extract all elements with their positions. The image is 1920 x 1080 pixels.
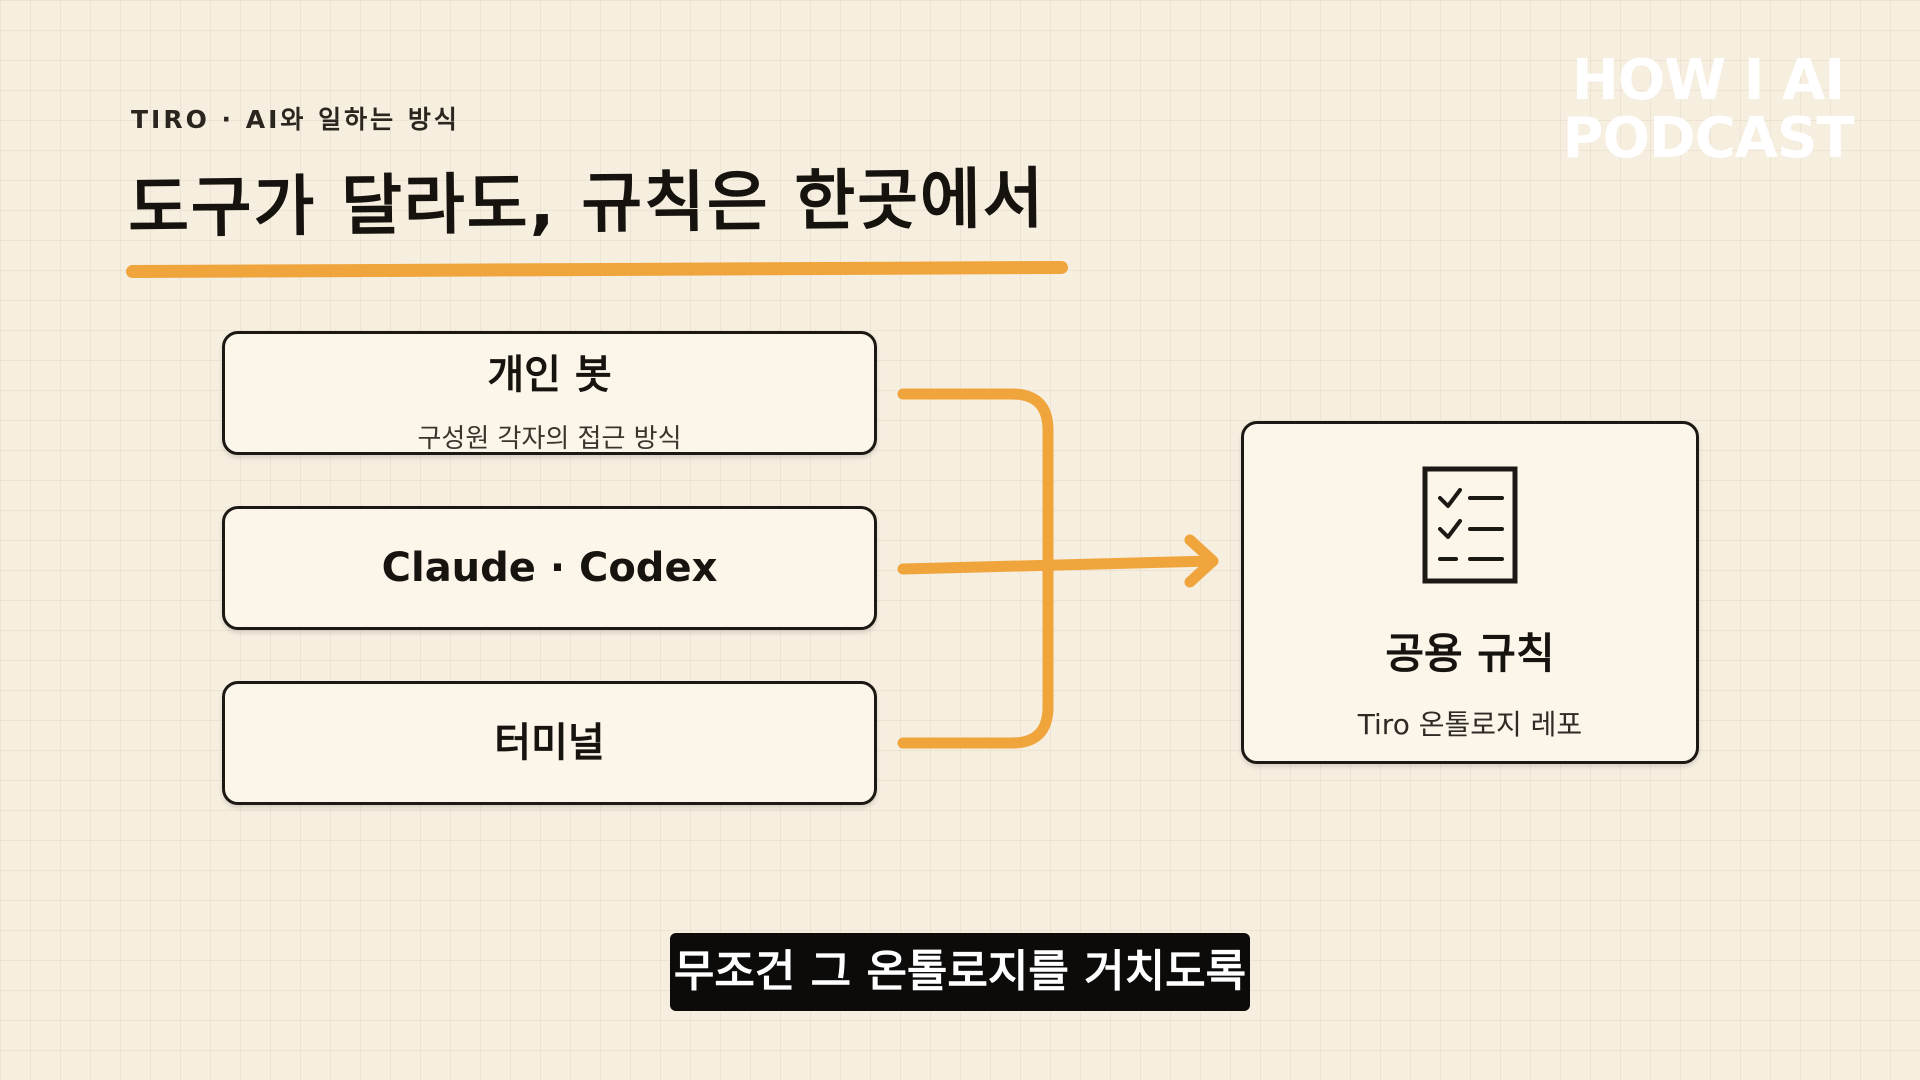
headline-underline [125, 260, 1069, 279]
subtitle-caption: 무조건 그 온톨로지를 거치도록 [670, 933, 1250, 1011]
headline: 도구가 달라도, 규칙은 한곳에서 [127, 160, 1046, 247]
kicker-label: TIRO · AI와 일하는 방식 [131, 105, 460, 134]
connector-line-middle [897, 555, 1218, 575]
source-card-terminal: 터미널 [222, 681, 877, 805]
shared-rules-title: 공용 규칙 [1385, 629, 1555, 678]
arrow-head-icon [1184, 534, 1219, 588]
source-card-claude-codex: Claude · Codex [222, 506, 877, 630]
connector-line-top [897, 388, 1054, 576]
podcast-logo-line1: HOW I AI [1571, 48, 1845, 113]
podcast-logo-line2: PODCAST [1562, 106, 1854, 171]
checklist-icon [1422, 466, 1518, 584]
podcast-logo: HOW I AI PODCAST [1538, 52, 1878, 168]
connector-line-bottom [897, 564, 1054, 749]
source-card-personal-bot: 개인 봇 구성원 각자의 접근 방식 [222, 331, 877, 455]
source-card-title: 개인 봇 [487, 352, 612, 398]
source-card-title: 터미널 [494, 720, 605, 766]
shared-rules-subtitle: Tiro 온톨로지 레포 [1357, 708, 1583, 741]
source-card-subtitle: 구성원 각자의 접근 방식 [417, 424, 682, 454]
source-card-title: Claude · Codex [381, 545, 718, 591]
shared-rules-box: 공용 규칙 Tiro 온톨로지 레포 [1241, 421, 1699, 764]
